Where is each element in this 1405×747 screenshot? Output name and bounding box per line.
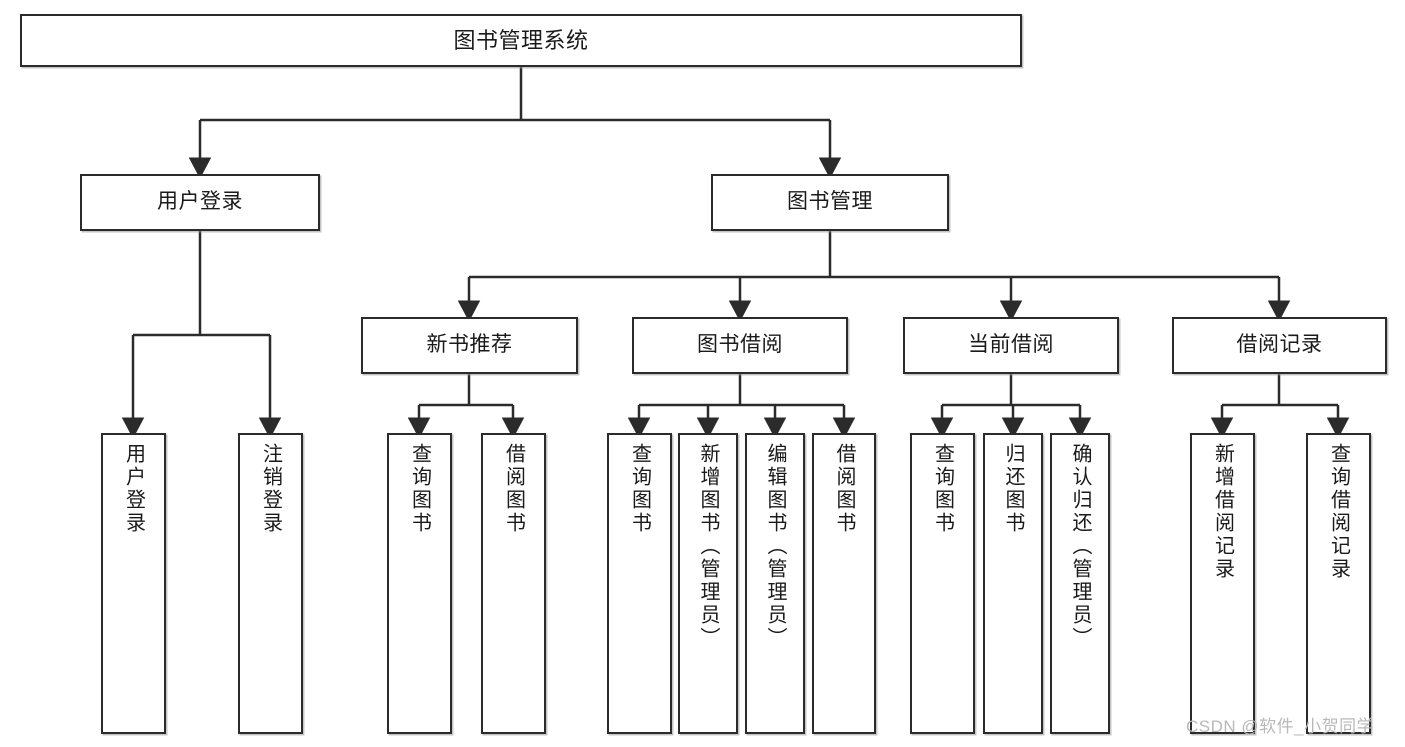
node-leaf-query-record-label: 查询借阅记录 xyxy=(1327,443,1350,581)
node-leaf-return-book[interactable]: 归还图书 xyxy=(983,433,1043,734)
node-book-borrow-label: 图书借阅 xyxy=(697,333,783,357)
node-user-login-label: 用户登录 xyxy=(157,190,243,214)
node-leaf-add-record[interactable]: 新增借阅记录 xyxy=(1190,433,1255,734)
node-leaf-confirm-return[interactable]: 确认归还（管理员） xyxy=(1050,433,1110,734)
node-leaf-borrow-book-2-label: 借阅图书 xyxy=(833,443,855,535)
node-leaf-edit-book[interactable]: 编辑图书（管理员） xyxy=(745,433,805,734)
node-leaf-query-book-3[interactable]: 查询图书 xyxy=(910,433,975,734)
node-borrow-record[interactable]: 借阅记录 xyxy=(1172,317,1387,374)
node-new-book-recommend-label: 新书推荐 xyxy=(426,333,513,357)
node-leaf-query-book-1[interactable]: 查询图书 xyxy=(387,433,452,734)
node-leaf-query-record[interactable]: 查询借阅记录 xyxy=(1306,433,1371,734)
node-leaf-query-book-3-label: 查询图书 xyxy=(931,443,954,535)
node-leaf-borrow-book-2[interactable]: 借阅图书 xyxy=(812,433,876,734)
node-root[interactable]: 图书管理系统 xyxy=(20,14,1022,67)
node-new-book-recommend[interactable]: 新书推荐 xyxy=(361,317,578,374)
node-borrow-record-label: 借阅记录 xyxy=(1236,333,1323,357)
node-leaf-add-record-label: 新增借阅记录 xyxy=(1211,443,1234,581)
node-current-borrow[interactable]: 当前借阅 xyxy=(903,317,1119,374)
csdn-watermark: CSDN @软件_小贺同学 xyxy=(1186,717,1375,736)
node-leaf-add-book[interactable]: 新增图书（管理员） xyxy=(678,433,738,734)
node-leaf-logout[interactable]: 注销登录 xyxy=(238,433,303,734)
node-leaf-edit-book-label: 编辑图书（管理员） xyxy=(764,443,786,650)
node-leaf-return-book-label: 归还图书 xyxy=(1002,443,1024,535)
node-leaf-user-login-label: 用户登录 xyxy=(122,443,145,535)
node-user-login[interactable]: 用户登录 xyxy=(80,174,320,231)
node-leaf-user-login[interactable]: 用户登录 xyxy=(101,433,166,734)
node-leaf-borrow-book-1[interactable]: 借阅图书 xyxy=(481,433,546,734)
node-book-manage-label: 图书管理 xyxy=(787,190,873,214)
node-root-label: 图书管理系统 xyxy=(453,27,589,53)
node-current-borrow-label: 当前借阅 xyxy=(968,333,1054,357)
node-leaf-query-book-1-label: 查询图书 xyxy=(408,443,431,535)
node-leaf-add-book-label: 新增图书（管理员） xyxy=(697,443,719,650)
node-leaf-borrow-book-1-label: 借阅图书 xyxy=(502,443,525,535)
node-book-borrow[interactable]: 图书借阅 xyxy=(632,317,848,374)
node-leaf-query-book-2[interactable]: 查询图书 xyxy=(607,433,672,734)
node-book-manage[interactable]: 图书管理 xyxy=(711,174,949,231)
node-leaf-confirm-return-label: 确认归还（管理员） xyxy=(1069,443,1091,650)
node-leaf-logout-label: 注销登录 xyxy=(259,443,282,535)
node-leaf-query-book-2-label: 查询图书 xyxy=(628,443,651,535)
